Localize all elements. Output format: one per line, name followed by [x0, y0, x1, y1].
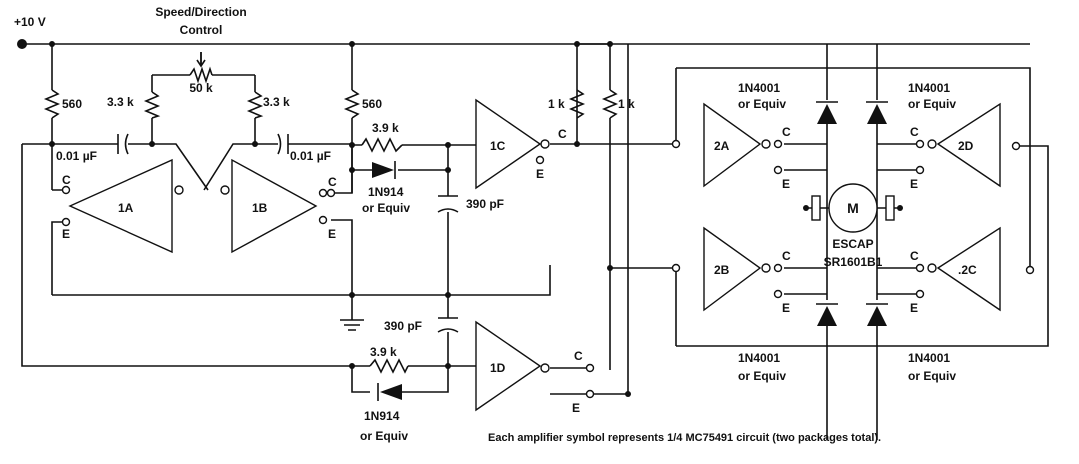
pin-e-1a: E	[62, 227, 70, 241]
amplifier-1d	[475, 320, 595, 412]
r33k-right-label: 3.3 k	[263, 95, 290, 109]
d1n914-upper-name: 1N914	[368, 185, 404, 199]
resistor-1k-a	[568, 89, 586, 119]
wire-pins-1	[51, 145, 353, 295]
capacitor-left	[117, 133, 129, 155]
amplifier-2c	[915, 226, 1035, 312]
pin-e-2d: E	[910, 177, 918, 191]
pin-c-1c: C	[558, 127, 567, 141]
wire-1d-input	[350, 365, 449, 393]
capacitor-right	[277, 133, 289, 155]
bridge-loops	[675, 67, 1049, 347]
d1n4001-tl-equiv: or Equiv	[738, 97, 786, 111]
pin-c-2a: C	[782, 125, 791, 139]
d1n4001-br-name: 1N4001	[908, 351, 950, 365]
diode-1n914-upper	[372, 161, 396, 179]
motor-symbol	[811, 183, 895, 233]
amp-1d-label: 1D	[490, 361, 506, 375]
motor-part: SR1601B1	[824, 255, 883, 269]
ground-symbol	[340, 319, 364, 331]
diode-1n4001-bl	[816, 303, 838, 326]
amp-2d-label: 2D	[958, 139, 974, 153]
c390-upper-label: 390 pF	[466, 197, 504, 211]
wires	[21, 43, 1049, 440]
r560-left-label: 560	[62, 97, 82, 111]
pin-c-1b: C	[328, 175, 337, 189]
motor-name: ESCAP	[832, 237, 873, 251]
amp-2b-label: 2B	[714, 263, 730, 277]
amplifier-1b	[220, 158, 336, 254]
amplifier-2b	[671, 226, 783, 312]
amp-2c-label: .2C	[958, 263, 977, 277]
control-label-line1: Speed/Direction	[155, 5, 246, 19]
amp-1b-label: 1B	[252, 201, 268, 215]
diode-1n4001-tl	[816, 101, 838, 124]
r1k-b-label: 1 k	[618, 97, 635, 111]
d1n4001-tr-equiv: or Equiv	[908, 97, 956, 111]
pin-e-2a: E	[782, 177, 790, 191]
bridge-ce	[784, 143, 920, 295]
resistor-1k-b	[601, 89, 619, 119]
r560-right-label: 560	[362, 97, 382, 111]
diode-1n4001-br	[866, 303, 888, 326]
supply-terminal	[17, 39, 27, 49]
resistor-560-right	[343, 89, 361, 119]
r33k-left-label: 3.3 k	[107, 95, 134, 109]
diode-1n914-lower	[377, 383, 402, 401]
amplifier-1a	[61, 158, 184, 254]
ground-bus	[52, 265, 551, 320]
d1n4001-bl-name: 1N4001	[738, 351, 780, 365]
pin-e-2b: E	[782, 301, 790, 315]
amp-1a-label: 1A	[118, 201, 134, 215]
pin-c-1a: C	[62, 173, 71, 187]
labels: +10 V Speed/Direction Control 50 k 560 3…	[14, 5, 977, 444]
d1n914-lower-equiv: or Equiv	[360, 429, 408, 443]
pin-c-2b: C	[782, 249, 791, 263]
amp-2a-label: 2A	[714, 139, 730, 153]
resistor-3-3k-right	[246, 91, 264, 119]
d1n4001-br-equiv: or Equiv	[908, 369, 956, 383]
resistor-3-9k-lower	[369, 358, 409, 374]
footnote: Each amplifier symbol represents 1/4 MC7…	[488, 432, 881, 444]
r1k-a-label: 1 k	[548, 97, 565, 111]
pin-c-2d: C	[910, 125, 919, 139]
supply-label: +10 V	[14, 15, 46, 29]
pin-e-1b: E	[328, 227, 336, 241]
resistor-560-left	[43, 89, 61, 119]
r39k-lower-label: 3.9 k	[370, 345, 397, 359]
capacitor-390-upper	[437, 195, 459, 213]
d1n4001-tl-name: 1N4001	[738, 81, 780, 95]
resistor-3-9k-upper	[361, 137, 403, 153]
pin-e-2c: E	[910, 301, 918, 315]
pin-e-1c: E	[536, 167, 544, 181]
c390-lower-label: 390 pF	[384, 319, 422, 333]
amplifier-2a	[671, 102, 783, 188]
potentiometer-50k	[189, 52, 213, 84]
pin-c-1d: C	[574, 349, 583, 363]
resistor-3-3k-left	[143, 91, 161, 119]
pot-label: 50 k	[189, 81, 213, 95]
d1n914-upper-equiv: or Equiv	[362, 201, 410, 215]
wire-1c-out	[550, 43, 676, 269]
d1n4001-tr-name: 1N4001	[908, 81, 950, 95]
control-label-line2: Control	[180, 23, 223, 37]
r39k-upper-label: 3.9 k	[372, 121, 399, 135]
d1n4001-bl-equiv: or Equiv	[738, 369, 786, 383]
c001-right-label: 0.01 µF	[290, 149, 331, 163]
amp-1c-label: 1C	[490, 139, 506, 153]
c001-left-label: 0.01 µF	[56, 149, 97, 163]
amplifier-1c	[475, 98, 550, 190]
wire-cap-row	[21, 143, 352, 367]
amplifier-2d	[915, 102, 1021, 188]
junction-dots	[49, 41, 903, 397]
capacitor-390-lower	[437, 317, 459, 333]
d1n914-lower-name: 1N914	[364, 409, 400, 423]
motor-symbol-label: M	[847, 200, 859, 216]
pin-c-2c: C	[910, 249, 919, 263]
wire-pot-branch	[151, 74, 256, 144]
diode-1n4001-tr	[866, 101, 888, 124]
pin-e-1d: E	[572, 401, 580, 415]
